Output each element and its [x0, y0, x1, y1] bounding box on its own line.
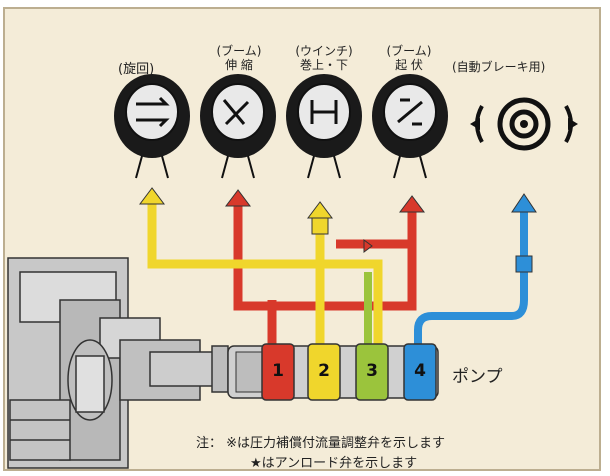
pump-section-4	[403, 343, 437, 401]
motor-boom-raise-icon	[372, 74, 448, 179]
label-winch-line1: (ウインチ)	[295, 44, 353, 58]
pump-section-2	[307, 343, 341, 401]
engine-assembly	[7, 257, 229, 469]
motor-boom-ext-icon	[200, 74, 276, 179]
pump-number-1: 1	[272, 361, 284, 381]
label-auto-brake: (自動ブレーキ用)	[452, 60, 546, 74]
pump-number-2: 2	[318, 361, 330, 381]
label-swing: (旋回)	[118, 62, 155, 77]
label-boom-raise-line1: (ブーム)	[386, 44, 432, 58]
blue-arrow-brake	[511, 193, 537, 213]
red-arrow-boom-ext	[225, 189, 251, 207]
label-boom-raise: (ブーム) 起 伏	[374, 44, 444, 72]
pump-label: ポンプ	[452, 367, 503, 387]
note-unload-valve: ★はアンロード弁を示します	[250, 456, 418, 471]
auto-brake-icon	[470, 97, 578, 151]
unload-valve-marker	[363, 239, 373, 253]
pump-section-1	[261, 343, 295, 401]
red-arrow-boom-raise	[399, 195, 425, 213]
label-winch-line2: 巻上・下	[299, 58, 348, 72]
pump-number-3: 3	[366, 361, 378, 381]
blue-lines	[414, 212, 528, 346]
motor-winch-icon	[286, 74, 362, 179]
pump-section-3	[355, 343, 389, 401]
label-boom-raise-line2: 起 伏	[395, 58, 423, 72]
yellow-arrow-swing	[139, 187, 165, 205]
flow-valve-yellow	[311, 217, 329, 235]
label-boom-extend: (ブーム) 伸 縮	[204, 44, 274, 72]
label-boom-extend-line2: 伸 縮	[225, 58, 253, 72]
pump-number-4: 4	[414, 361, 426, 381]
yellow-lines	[147, 202, 383, 346]
label-winch: (ウインチ) 巻上・下	[286, 44, 362, 72]
motor-swing-icon	[114, 74, 190, 179]
flow-valve-blue	[515, 255, 533, 273]
note-flow-valve: 注： ※は圧力補償付流量調整弁を示します	[196, 436, 446, 451]
label-boom-extend-line1: (ブーム)	[216, 44, 262, 58]
